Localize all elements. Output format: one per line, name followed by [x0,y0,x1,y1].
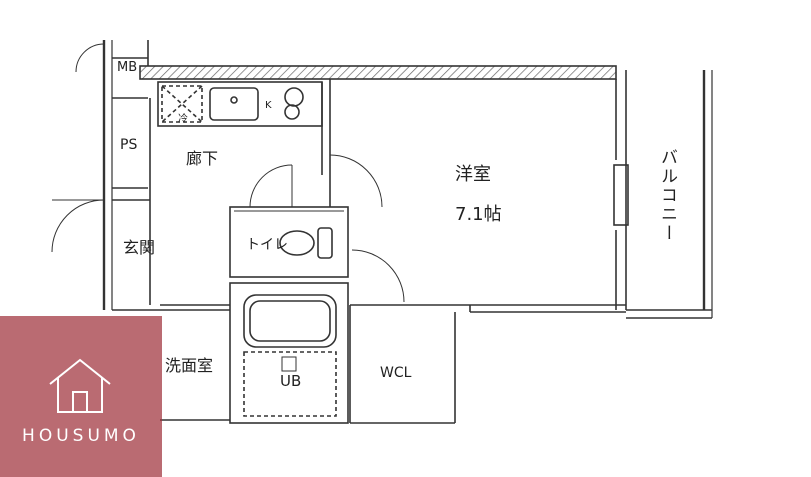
fridge-space [161,85,203,123]
room-label-toilet: トイレ [246,237,288,253]
room-size-western: 7.1帖 [455,204,502,225]
room-label-bath: UB [280,372,302,390]
stove-burner [284,87,304,107]
stove-burner [284,104,300,120]
toilet-bowl [279,230,315,256]
bathtub [243,294,337,348]
toilet-tank [317,227,333,259]
north-wall [139,65,617,80]
kitchen-sink [209,87,259,121]
stove-label: K [265,100,272,111]
housumo-logo: HOUSUMO [0,316,162,477]
balcony-window [613,164,629,226]
room-label-washroom: 洗面室 [165,356,214,375]
room-label-balcony: バルコニー [657,148,677,243]
room-label-western: 洋室 [455,164,491,185]
house-icon [49,358,111,413]
room-label-closet: WCL [380,365,412,381]
room-label-pipe-space: PS [120,137,138,153]
toilet-room [229,206,349,278]
room-label-corridor: 廊下 [186,149,219,168]
fridge-label: 冷 [178,114,188,125]
room-label-entrance: 玄関 [123,238,156,257]
brand-name: HOUSUMO [22,426,140,446]
room-label-meter-box: MB [117,60,138,75]
bathroom [229,282,349,424]
